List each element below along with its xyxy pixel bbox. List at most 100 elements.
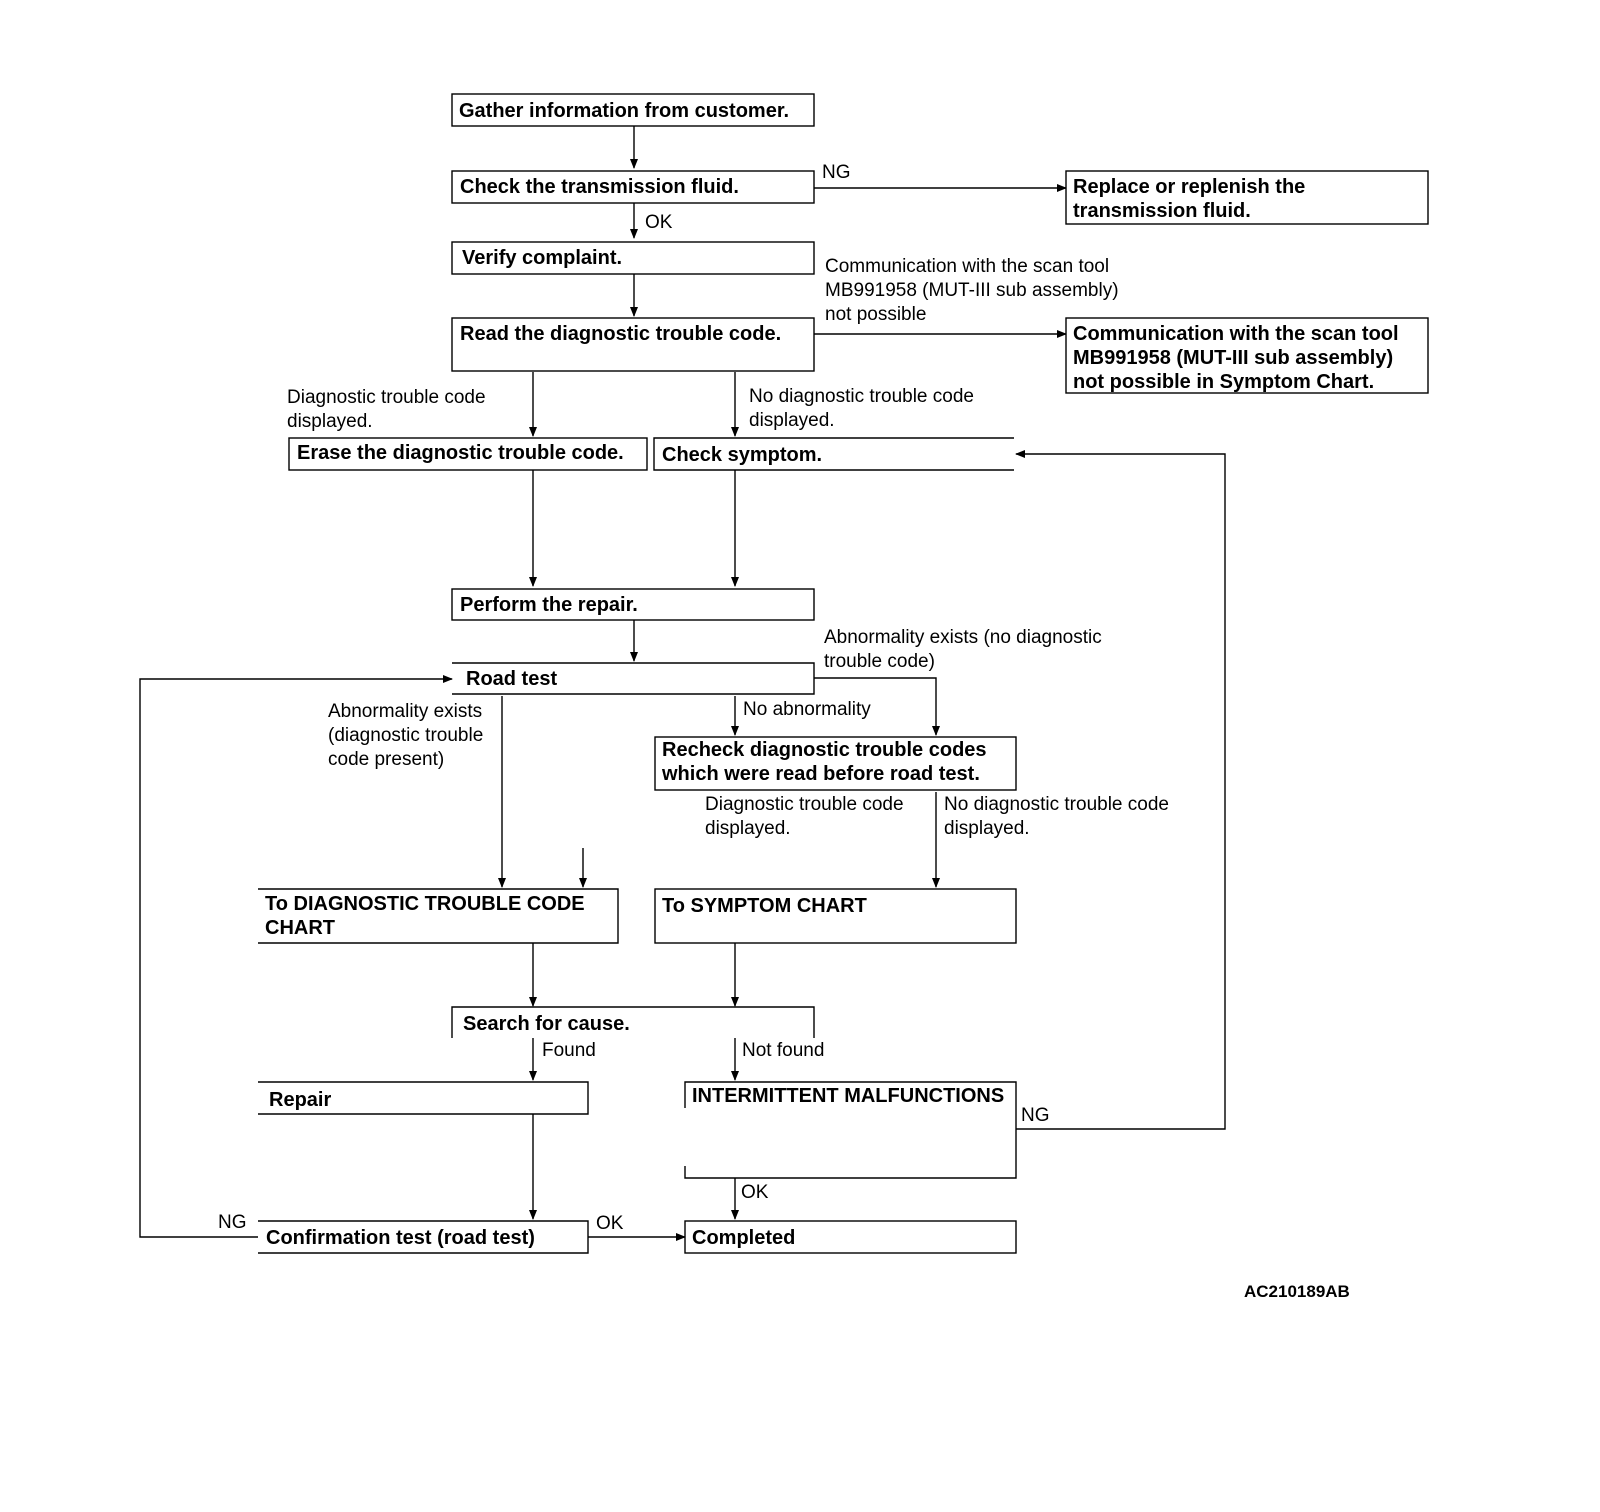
node-confirmation-test: Confirmation test (road test) xyxy=(266,1227,535,1249)
box-replace-fluid xyxy=(1065,170,1429,225)
label-dtc-displayed-line: Diagnostic trouble code xyxy=(287,387,486,408)
label-confirm-ng: NG xyxy=(218,1212,247,1233)
node-intermittent: INTERMITTENT MALFUNCTIONS xyxy=(692,1085,1004,1107)
label-found: Found xyxy=(542,1040,596,1061)
label-no-dtc-displayed: No diagnostic trouble code displayed. xyxy=(749,386,979,431)
label-intermittent-ok: OK xyxy=(741,1182,769,1203)
label-no-abnormality-line: No abnormality xyxy=(743,699,871,720)
label-comm-not-possible-line: not possible xyxy=(825,304,926,325)
node-perform-repair: Perform the repair. xyxy=(460,594,638,616)
label-abnormal-dtc-present-line: code present) xyxy=(328,749,444,770)
box-search-cause xyxy=(451,1006,815,1038)
box-comm-symptom-chart xyxy=(1065,317,1429,394)
label-no-dtc-displayed-line: No diagnostic trouble code xyxy=(749,386,974,407)
label-recheck-no-dtc-displayed-line: No diagnostic trouble code xyxy=(944,794,1169,815)
node-to-dtc-chart-line: To DIAGNOSTIC TROUBLE CODE xyxy=(265,893,585,915)
label-intermittent-ok-line: OK xyxy=(741,1182,769,1203)
node-comm-symptom-chart-line: not possible in Symptom Chart. xyxy=(1073,371,1374,393)
box-confirmation-test xyxy=(258,1220,589,1254)
label-comm-not-possible-line: Communication with the scan tool xyxy=(825,256,1109,277)
label-not-found: Not found xyxy=(742,1040,824,1061)
label-abnormal-no-dtc-line: Abnormality exists (no diagnostic xyxy=(824,627,1102,648)
node-completed-line: Completed xyxy=(692,1227,795,1249)
connectors xyxy=(139,124,1226,1241)
box-perform-repair xyxy=(451,588,815,621)
label-abnormal-no-dtc-line: trouble code) xyxy=(824,651,935,672)
box-erase-dtc xyxy=(288,437,648,471)
node-gather-info: Gather information from customer. xyxy=(459,100,789,122)
box-completed xyxy=(684,1220,1017,1254)
node-check-symptom-line: Check symptom. xyxy=(662,444,822,466)
node-check-fluid: Check the transmission fluid. xyxy=(460,176,739,198)
label-not-found-line: Not found xyxy=(742,1040,824,1061)
node-replace-fluid: Replace or replenish the transmission fl… xyxy=(1073,176,1311,222)
box-read-dtc xyxy=(451,317,815,372)
label-recheck-dtc-displayed-line: displayed. xyxy=(705,818,791,839)
label-abnormal-no-dtc: Abnormality exists (no diagnostic troubl… xyxy=(824,627,1107,672)
node-check-symptom: Check symptom. xyxy=(662,444,822,466)
figure-id: AC210189AB xyxy=(1244,1282,1350,1301)
label-no-abnormality: No abnormality xyxy=(743,699,871,720)
node-replace-fluid-line: transmission fluid. xyxy=(1073,200,1251,222)
label-dtc-displayed-line: displayed. xyxy=(287,411,373,432)
node-to-dtc-chart-line: CHART xyxy=(265,917,335,939)
node-perform-repair-line: Perform the repair. xyxy=(460,594,638,616)
box-verify-complaint xyxy=(451,241,815,275)
node-road-test-line: Road test xyxy=(466,668,557,690)
node-verify-complaint-line: Verify complaint. xyxy=(462,247,622,269)
node-recheck-dtc-line: Recheck diagnostic trouble codes xyxy=(662,739,987,761)
label-fluid-ok-line: OK xyxy=(645,212,673,233)
label-confirm-ok: OK xyxy=(596,1213,624,1234)
node-confirmation-test-line: Confirmation test (road test) xyxy=(266,1227,535,1249)
label-confirm-ok-line: OK xyxy=(596,1213,624,1234)
node-comm-symptom-chart: Communication with the scan tool MB99195… xyxy=(1073,323,1404,393)
label-dtc-displayed: Diagnostic trouble code displayed. xyxy=(287,387,491,432)
node-repair: Repair xyxy=(269,1089,331,1111)
node-verify-complaint: Verify complaint. xyxy=(462,247,622,269)
label-recheck-dtc-displayed-line: Diagnostic trouble code xyxy=(705,794,904,815)
label-fluid-ng-line: NG xyxy=(822,162,851,183)
edge-intermittent-ng-loop xyxy=(1015,450,1226,1130)
label-fluid-ok: OK xyxy=(645,212,673,233)
label-comm-not-possible: Communication with the scan tool MB99195… xyxy=(825,256,1124,325)
box-check-fluid xyxy=(451,170,815,204)
box-to-dtc-chart xyxy=(258,888,619,944)
box-recheck-dtc xyxy=(654,736,1017,791)
label-recheck-no-dtc-displayed: No diagnostic trouble code displayed. xyxy=(944,794,1174,839)
node-comm-symptom-chart-line: MB991958 (MUT-III sub assembly) xyxy=(1073,347,1393,369)
node-to-symptom-chart-line: To SYMPTOM CHART xyxy=(662,895,867,917)
label-abnormal-dtc-present: Abnormality exists (diagnostic trouble c… xyxy=(328,701,489,770)
edge-labels: NG OK Communication with the scan tool M… xyxy=(218,162,1174,1234)
node-recheck-dtc-line: which were read before road test. xyxy=(661,763,980,785)
label-comm-not-possible-line: MB991958 (MUT-III sub assembly) xyxy=(825,280,1119,301)
edge-confirm-ng-loop xyxy=(139,675,453,1238)
label-recheck-dtc-displayed: Diagnostic trouble code displayed. xyxy=(705,794,909,839)
node-road-test: Road test xyxy=(466,668,557,690)
label-intermittent-ng-line: NG xyxy=(1021,1105,1050,1126)
node-repair-line: Repair xyxy=(269,1089,331,1111)
node-to-symptom-chart: To SYMPTOM CHART xyxy=(662,895,867,917)
node-boxes xyxy=(258,93,1429,1254)
node-replace-fluid-line: Replace or replenish the xyxy=(1073,176,1305,198)
node-erase-dtc: Erase the diagnostic trouble code. xyxy=(297,442,624,464)
box-repair xyxy=(258,1081,589,1115)
label-abnormal-dtc-present-line: (diagnostic trouble xyxy=(328,725,483,746)
node-completed: Completed xyxy=(692,1227,795,1249)
box-gather-info xyxy=(451,93,815,127)
node-read-dtc: Read the diagnostic trouble code. xyxy=(460,323,781,345)
box-check-symptom xyxy=(653,437,1014,471)
node-labels: Gather information from customer. Check … xyxy=(265,100,1404,1249)
node-read-dtc-line: Read the diagnostic trouble code. xyxy=(460,323,781,345)
label-recheck-no-dtc-displayed-line: displayed. xyxy=(944,818,1030,839)
label-confirm-ng-line: NG xyxy=(218,1212,247,1233)
label-found-line: Found xyxy=(542,1040,596,1061)
label-abnormal-dtc-present-line: Abnormality exists xyxy=(328,701,482,722)
box-intermittent xyxy=(684,1081,1017,1179)
node-intermittent-line: INTERMITTENT MALFUNCTIONS xyxy=(692,1085,1004,1107)
edge-roadtest-to-recheck xyxy=(814,677,940,736)
label-fluid-ng: NG xyxy=(822,162,851,183)
box-road-test xyxy=(452,662,815,695)
node-search-cause-line: Search for cause. xyxy=(463,1013,630,1035)
